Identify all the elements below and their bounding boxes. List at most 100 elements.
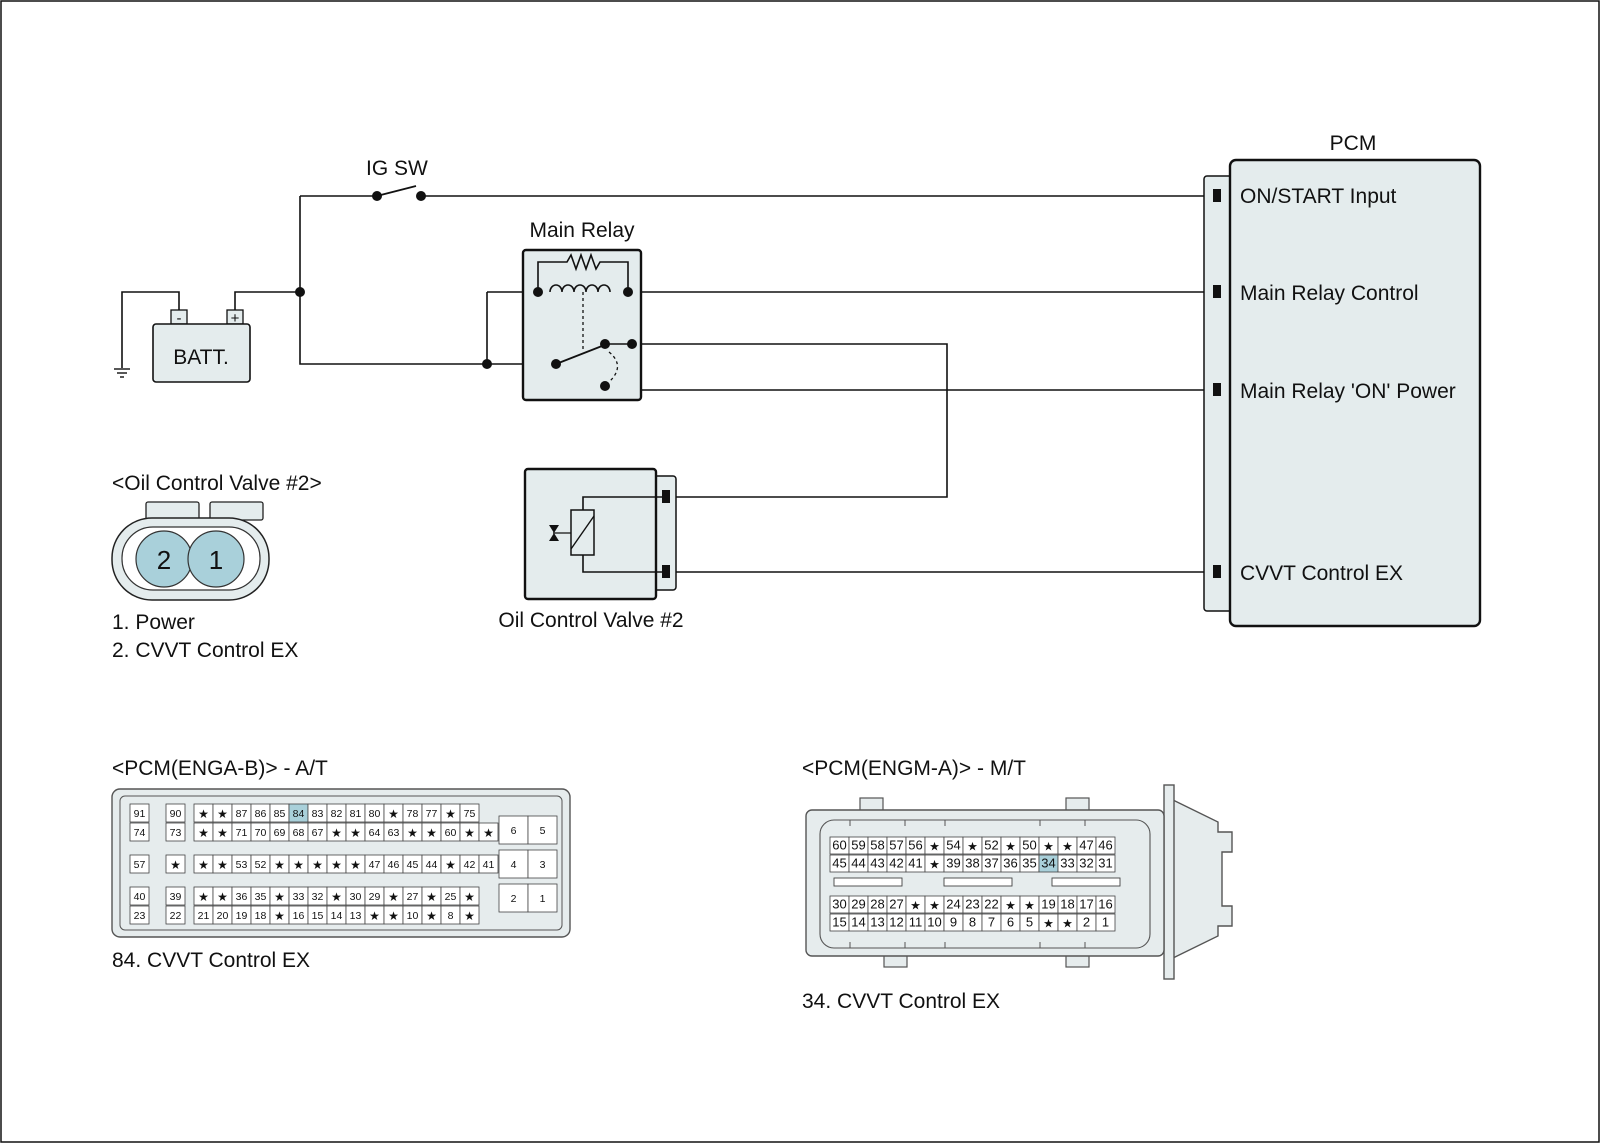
connector-pin-cell bbox=[1095, 895, 1116, 914]
connector-pin-cell bbox=[129, 854, 150, 874]
pin-unused-star: ★ bbox=[198, 890, 209, 904]
connector-pin-cell bbox=[527, 849, 558, 879]
pin-unused-star: ★ bbox=[274, 909, 285, 923]
wires bbox=[121, 195, 1213, 573]
pin-number: 52 bbox=[255, 859, 267, 871]
pin-number: 18 bbox=[255, 910, 267, 922]
pin-number: 16 bbox=[1098, 897, 1112, 912]
pin-number: 8 bbox=[448, 910, 454, 922]
pin-number: 34 bbox=[1041, 856, 1055, 871]
pin-unused-star: ★ bbox=[217, 826, 228, 840]
pin-unused-star: ★ bbox=[217, 807, 228, 821]
ocv-connector-view: <Oil Control Valve #2> 2 1 1. Power 2. C… bbox=[111, 472, 322, 662]
pin-number: 44 bbox=[851, 856, 865, 871]
pin-number: 36 bbox=[236, 891, 248, 903]
pin-unused-star: ★ bbox=[1005, 899, 1016, 913]
pin-number: 27 bbox=[407, 891, 419, 903]
pin-number: 39 bbox=[170, 891, 182, 903]
ocv-pin-1-number: 1 bbox=[209, 545, 223, 575]
pin-number: 46 bbox=[1098, 838, 1112, 853]
pin-number: 9 bbox=[950, 915, 957, 930]
pin-unused-star: ★ bbox=[388, 807, 399, 821]
pin-number: 90 bbox=[170, 808, 182, 820]
pin-number: 15 bbox=[832, 915, 846, 930]
pin-number: 14 bbox=[331, 910, 343, 922]
pin-number: 27 bbox=[889, 897, 903, 912]
pin-number: 7 bbox=[988, 915, 995, 930]
connector-pin-cell bbox=[1095, 836, 1116, 855]
junction-dot bbox=[295, 287, 305, 297]
pin-number: 23 bbox=[134, 910, 146, 922]
pin-number: 6 bbox=[1007, 915, 1014, 930]
main-relay: Main Relay bbox=[521, 219, 643, 402]
pcm-pin bbox=[1213, 285, 1221, 298]
pin-number: 52 bbox=[984, 838, 998, 853]
pin-unused-star: ★ bbox=[483, 826, 494, 840]
pin-number: 25 bbox=[445, 891, 457, 903]
ig-switch: IG SW bbox=[366, 157, 428, 201]
pin-number: 37 bbox=[984, 856, 998, 871]
pin-unused-star: ★ bbox=[312, 858, 323, 872]
connector-pin-cell bbox=[459, 905, 480, 925]
pin-number: 24 bbox=[946, 897, 960, 912]
pin-unused-star: ★ bbox=[350, 858, 361, 872]
connector-pin-cell bbox=[478, 854, 499, 874]
pin-number: 78 bbox=[407, 808, 419, 820]
connector-pin-cell bbox=[527, 883, 558, 913]
ocv-legend-1: 1. Power bbox=[112, 611, 195, 634]
pin-number: 69 bbox=[274, 827, 286, 839]
ocv-connector-title: <Oil Control Valve #2> bbox=[112, 472, 322, 495]
pin-unused-star: ★ bbox=[464, 909, 475, 923]
pin-number: 59 bbox=[851, 838, 865, 853]
pcm-on-start-input-label: ON/START Input bbox=[1240, 185, 1397, 208]
pin-number: 41 bbox=[483, 859, 495, 871]
pin-number: 2 bbox=[1083, 915, 1090, 930]
connector-pin-cell bbox=[478, 822, 499, 842]
ocv-pin-1 bbox=[187, 530, 245, 588]
pin-unused-star: ★ bbox=[198, 807, 209, 821]
junction-dot bbox=[482, 359, 492, 369]
pin-number: 22 bbox=[170, 910, 182, 922]
mt-connector-title: <PCM(ENGM-A)> - M/T bbox=[802, 757, 1026, 780]
pin-number: 16 bbox=[293, 910, 305, 922]
pcm-main-relay-control-label: Main Relay Control bbox=[1240, 282, 1419, 305]
battery: - + BATT. bbox=[152, 309, 251, 383]
connector-pin-cell bbox=[1095, 854, 1116, 873]
pin-unused-star: ★ bbox=[1062, 840, 1073, 854]
pin-number: 1 bbox=[540, 893, 546, 905]
pin-number: 5 bbox=[1026, 915, 1033, 930]
pcm-pin bbox=[1213, 565, 1221, 578]
pin-unused-star: ★ bbox=[170, 858, 181, 872]
pin-unused-star: ★ bbox=[929, 899, 940, 913]
pin-number: 44 bbox=[426, 859, 438, 871]
pin-number: 83 bbox=[312, 808, 324, 820]
pin-number: 40 bbox=[134, 891, 146, 903]
pin-unused-star: ★ bbox=[331, 826, 342, 840]
junction-dots bbox=[295, 287, 492, 369]
pin-number: 41 bbox=[908, 856, 922, 871]
pin-number: 28 bbox=[870, 897, 884, 912]
pin-number: 39 bbox=[946, 856, 960, 871]
pin-number: 60 bbox=[445, 827, 457, 839]
at-connector-title: <PCM(ENGA-B)> - A/T bbox=[112, 757, 328, 780]
pin-number: 8 bbox=[969, 915, 976, 930]
connector-pin-cell bbox=[498, 849, 529, 879]
pin-unused-star: ★ bbox=[388, 909, 399, 923]
pin-number: 32 bbox=[1079, 856, 1093, 871]
ig-switch-label: IG SW bbox=[366, 157, 428, 180]
pin-number: 68 bbox=[293, 827, 305, 839]
pin-unused-star: ★ bbox=[426, 909, 437, 923]
pin-unused-star: ★ bbox=[369, 909, 380, 923]
pin-number: 84 bbox=[293, 808, 305, 820]
pin-number: 21 bbox=[198, 910, 210, 922]
pin-number: 35 bbox=[255, 891, 267, 903]
pin-unused-star: ★ bbox=[293, 858, 304, 872]
connector-pin-cell bbox=[1095, 913, 1116, 932]
pin-number: 35 bbox=[1022, 856, 1036, 871]
pin-number: 17 bbox=[1079, 897, 1093, 912]
ground-symbol bbox=[114, 368, 130, 378]
pin-number: 42 bbox=[889, 856, 903, 871]
